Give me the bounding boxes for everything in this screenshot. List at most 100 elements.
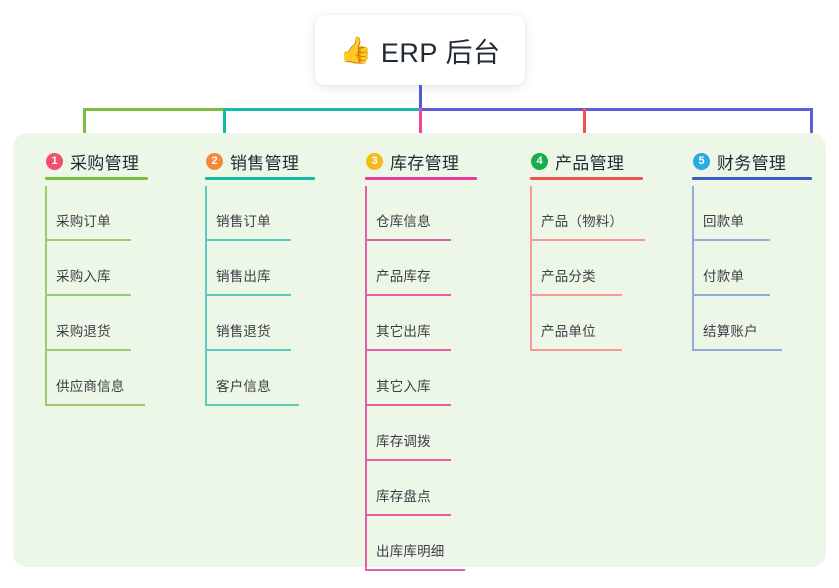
leaf-node-label: 付款单	[703, 269, 745, 284]
leaf-node[interactable]: 其它出库	[363, 296, 459, 351]
leaf-node-underline	[365, 239, 451, 241]
root-node-title: ERP 后台	[380, 37, 501, 68]
leaf-node-label: 采购入库	[56, 269, 111, 284]
leaf-node[interactable]: 回款单	[690, 186, 786, 241]
leaf-node[interactable]: 付款单	[690, 241, 786, 296]
branch-header-2[interactable]: 2 销售管理	[203, 146, 315, 186]
leaf-node-underline	[530, 294, 622, 296]
branch-header-row: 3 库存管理	[363, 146, 459, 176]
branch-spine	[45, 186, 47, 406]
leaf-node[interactable]: 供应商信息	[43, 351, 145, 406]
leaf-node-label: 其它出库	[376, 324, 431, 339]
leaf-node-underline	[205, 349, 291, 351]
branch-header-underline	[365, 177, 477, 180]
branch-drop-connector-4	[583, 108, 586, 146]
leaf-node-label: 产品库存	[376, 269, 431, 284]
branch-leaf-list-2: 销售订单销售出库销售退货客户信息	[203, 186, 299, 406]
leaf-node-underline	[365, 459, 451, 461]
branch-leaf-list-1: 采购订单采购入库采购退货供应商信息	[43, 186, 145, 406]
leaf-node[interactable]: 产品（物料）	[528, 186, 645, 241]
branch-column-5: 5 财务管理回款单付款单结算账户	[690, 146, 812, 351]
leaf-node[interactable]: 销售出库	[203, 241, 299, 296]
leaf-node-label: 销售出库	[216, 269, 271, 284]
branch-leaf-list-4: 产品（物料）产品分类产品单位	[528, 186, 645, 351]
leaf-node-label: 结算账户	[703, 324, 758, 339]
branch-spine	[205, 186, 207, 406]
leaf-node-underline	[45, 294, 131, 296]
branch-number-badge-4: 4	[531, 152, 548, 170]
branch-title-label: 财务管理	[717, 153, 787, 173]
branch-number-badge-5: 5	[693, 152, 710, 170]
leaf-node[interactable]: 产品库存	[363, 241, 459, 296]
leaf-node[interactable]: 客户信息	[203, 351, 299, 406]
root-node-card[interactable]: 👍 ERP 后台	[315, 15, 525, 85]
connector-bar-segment-1	[83, 108, 223, 111]
leaf-node[interactable]: 采购入库	[43, 241, 139, 296]
leaf-node-label: 采购订单	[56, 214, 111, 229]
trunk-connector	[419, 85, 422, 110]
leaf-node-label: 回款单	[703, 214, 745, 229]
branch-header-row: 2 销售管理	[203, 146, 299, 176]
branch-leaf-list-5: 回款单付款单结算账户	[690, 186, 786, 351]
leaf-node-underline	[205, 404, 299, 406]
leaf-node-underline	[692, 294, 770, 296]
leaf-node[interactable]: 结算账户	[690, 296, 786, 351]
branch-header-underline	[45, 177, 148, 180]
leaf-node-underline	[365, 294, 451, 296]
branch-number-badge-3: 3	[366, 152, 383, 170]
leaf-node-label: 其它入库	[376, 379, 431, 394]
leaf-node[interactable]: 其它入库	[363, 351, 459, 406]
branch-drop-connector-1	[83, 108, 86, 146]
leaf-node-underline	[530, 239, 645, 241]
leaf-node[interactable]: 仓库信息	[363, 186, 459, 241]
leaf-node[interactable]: 采购退货	[43, 296, 139, 351]
leaf-node[interactable]: 库存调拨	[363, 406, 459, 461]
leaf-node-label: 出库库明细	[376, 544, 445, 559]
leaf-node-underline	[45, 239, 131, 241]
branch-title-label: 销售管理	[230, 153, 300, 173]
leaf-node[interactable]: 销售退货	[203, 296, 299, 351]
leaf-node[interactable]: 产品分类	[528, 241, 624, 296]
branch-leaf-list-3: 仓库信息产品库存其它出库其它入库库存调拨库存盘点出库库明细	[363, 186, 465, 571]
root-node-content: 👍 ERP 后台	[340, 31, 501, 70]
branch-number-badge-2: 2	[206, 152, 223, 170]
leaf-node-underline	[692, 239, 770, 241]
connector-bar-segment-3	[419, 108, 811, 111]
branch-title-label: 库存管理	[390, 153, 460, 173]
leaf-node-label: 产品单位	[541, 324, 596, 339]
leaf-node-label: 库存盘点	[376, 489, 431, 504]
leaf-node[interactable]: 销售订单	[203, 186, 299, 241]
branch-header-underline	[692, 177, 812, 180]
leaf-node[interactable]: 出库库明细	[363, 516, 465, 571]
leaf-node-label: 销售退货	[216, 324, 271, 339]
branch-drop-connector-3	[419, 108, 422, 146]
connector-bar-segment-2	[223, 108, 419, 111]
leaf-node-label: 供应商信息	[56, 379, 125, 394]
leaf-node[interactable]: 采购订单	[43, 186, 139, 241]
leaf-node-underline	[530, 349, 622, 351]
leaf-node[interactable]: 库存盘点	[363, 461, 459, 516]
branch-header-underline	[530, 177, 643, 180]
branch-spine	[365, 186, 367, 571]
leaf-node-underline	[365, 349, 451, 351]
branch-header-underline	[205, 177, 315, 180]
leaf-node[interactable]: 产品单位	[528, 296, 624, 351]
branch-header-3[interactable]: 3 库存管理	[363, 146, 477, 186]
branch-header-5[interactable]: 5 财务管理	[690, 146, 812, 186]
branch-spine	[530, 186, 532, 351]
leaf-node-label: 销售订单	[216, 214, 271, 229]
thumbs-up-icon: 👍	[339, 35, 372, 65]
leaf-node-label: 客户信息	[216, 379, 271, 394]
leaf-node-underline	[365, 569, 465, 571]
leaf-node-label: 采购退货	[56, 324, 111, 339]
branch-drop-connector-5	[810, 108, 813, 146]
leaf-node-underline	[365, 514, 451, 516]
branch-number-badge-1: 1	[46, 152, 63, 170]
branch-column-2: 2 销售管理销售订单销售出库销售退货客户信息	[203, 146, 315, 406]
